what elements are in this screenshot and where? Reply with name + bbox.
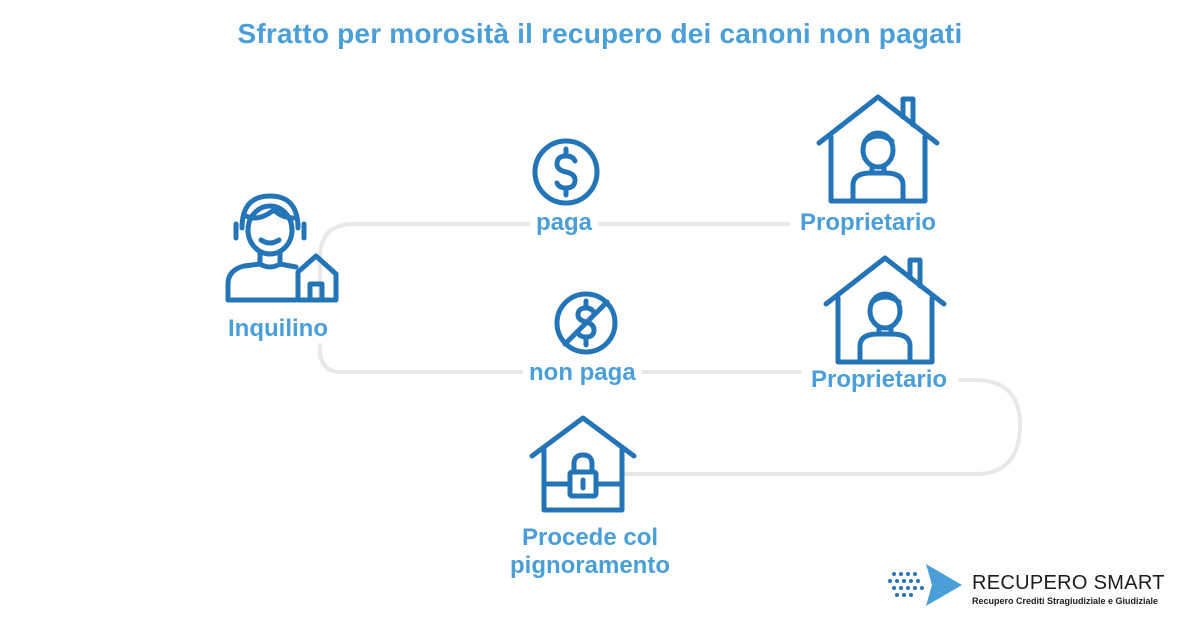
recupero-smart-logo: RECUPERO SMART Recupero Crediti Stragiud…	[888, 560, 1168, 610]
procedure-label-line1: Procede col	[521, 524, 659, 551]
owner-house-icon	[822, 254, 948, 366]
connector-not-pays	[318, 343, 802, 374]
arrow-logo-icon	[888, 564, 962, 606]
logo-tagline: Recupero Crediti Stragiudiziale e Giudiz…	[972, 596, 1159, 606]
tenant-with-house-icon	[218, 188, 342, 306]
connector-procedure	[620, 378, 1023, 476]
pays-label: paga	[530, 209, 599, 237]
logo-name: RECUPERO SMART	[972, 572, 1165, 594]
procedure-label-line2: pignoramento	[510, 552, 670, 579]
owner-house-icon	[815, 93, 941, 205]
owner-paid-label: Proprietario	[794, 209, 943, 237]
tenant-label: Inquilino	[222, 315, 334, 343]
owner-unpaid-label: Proprietario	[805, 366, 954, 394]
page-title: Sfratto per morosità il recupero dei can…	[237, 18, 963, 49]
locked-house-icon	[528, 414, 638, 514]
procedure-label: Procede col pignoramento	[484, 524, 696, 580]
dollar-coin-icon	[531, 137, 601, 207]
not-pays-label: non paga	[523, 359, 642, 387]
no-dollar-icon	[553, 290, 619, 356]
